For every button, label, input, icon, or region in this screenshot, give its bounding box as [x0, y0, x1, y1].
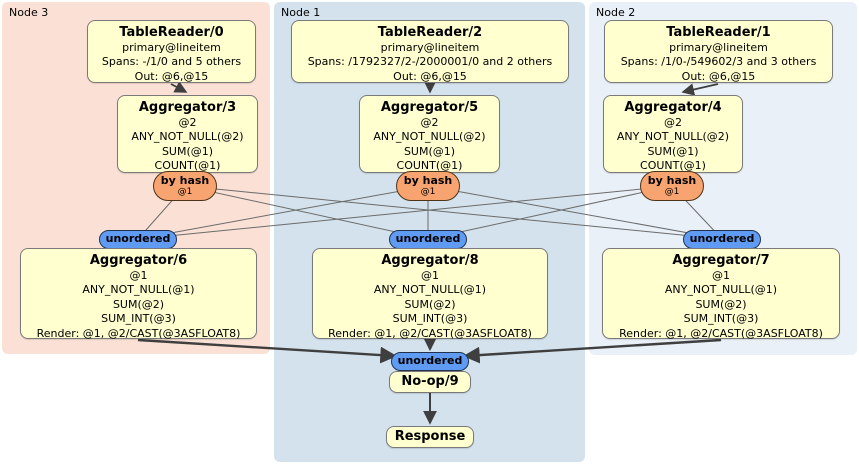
response-box: Response [386, 426, 474, 448]
aggregator-6-box: Aggregator/6 @1 ANY_NOT_NULL(@1) SUM(@2)… [20, 248, 257, 340]
aggregator-3-fn: ANY_NOT_NULL(@2) [131, 130, 244, 144]
unordered-label: unordered [395, 232, 461, 245]
aggregator-3-group: @2 [178, 116, 197, 129]
tablereader-1-out: Out: @6,@15 [681, 69, 756, 83]
aggregator-7-fn: SUM_INT(@3) [683, 312, 759, 326]
final-unordered-stream: unordered [391, 352, 469, 371]
aggregator-3-box: Aggregator/3 @2 ANY_NOT_NULL(@2) SUM(@1)… [117, 95, 258, 173]
aggregator-7-render: Render: @1, @2/CAST(@3ASFLOAT8) [619, 326, 823, 340]
aggregator-5-fn: SUM(@1) [403, 144, 456, 158]
by-hash-router-node3: by hash @1 [153, 171, 217, 201]
aggregator-4-group: @2 [664, 116, 682, 129]
by-hash-columns: @1 [664, 187, 680, 197]
aggregator-7-fn: SUM(@2) [695, 297, 747, 311]
tablereader-0-title: TableReader/0 [119, 25, 224, 40]
aggregator-8-title: Aggregator/8 [381, 253, 479, 268]
by-hash-router-node2: by hash @1 [640, 171, 704, 201]
aggregator-8-fn: SUM_INT(@3) [392, 312, 468, 326]
aggregator-3-fn: SUM(@1) [161, 144, 214, 158]
noop-box: No-op/9 [389, 371, 471, 393]
aggregator-5-fn: ANY_NOT_NULL(@2) [373, 130, 486, 144]
aggregator-6-title: Aggregator/6 [89, 253, 188, 268]
aggregator-6-fn: SUM_INT(@3) [101, 312, 176, 326]
aggregator-6-fn: ANY_NOT_NULL(@1) [82, 283, 195, 297]
aggregator-6-fn: SUM(@2) [112, 297, 165, 311]
aggregator-6-render: Render: @1, @2/CAST(@3ASFLOAT8) [36, 326, 241, 340]
aggregator-5-group: @2 [420, 116, 439, 129]
unordered-label: unordered [689, 232, 755, 245]
aggregator-7-group: @1 [712, 269, 730, 282]
tablereader-1-index: primary@lineitem [669, 41, 768, 54]
node-3-label: Node 3 [9, 6, 49, 19]
unordered-label: unordered [105, 232, 171, 245]
tablereader-0-box: TableReader/0 primary@lineitem Spans: -/… [87, 20, 256, 83]
aggregator-3-fn: COUNT(@1) [154, 159, 221, 173]
response-title: Response [394, 429, 466, 444]
aggregator-4-fn: ANY_NOT_NULL(@2) [616, 130, 730, 144]
unordered-stream-node3: unordered [99, 230, 177, 249]
tablereader-2-box: TableReader/2 primary@lineitem Spans: /1… [291, 20, 569, 83]
aggregator-4-fn: COUNT(@1) [640, 159, 706, 173]
aggregator-7-fn: ANY_NOT_NULL(@1) [664, 283, 778, 297]
aggregator-4-title: Aggregator/4 [624, 100, 722, 115]
node-2-label: Node 2 [596, 6, 636, 19]
aggregator-8-fn: ANY_NOT_NULL(@1) [373, 283, 487, 297]
unordered-stream-node2: unordered [683, 230, 761, 249]
tablereader-1-box: TableReader/1 primary@lineitem Spans: /1… [604, 20, 833, 83]
tablereader-1-spans: Spans: /1/0-/549602/3 and 3 others [620, 55, 817, 69]
aggregator-5-box: Aggregator/5 @2 ANY_NOT_NULL(@2) SUM(@1)… [359, 95, 500, 173]
aggregator-4-box: Aggregator/4 @2 ANY_NOT_NULL(@2) SUM(@1)… [603, 95, 743, 173]
tablereader-2-spans: Spans: /1792327/2-/2000001/0 and 2 other… [307, 55, 553, 69]
tablereader-2-index: primary@lineitem [380, 41, 480, 54]
by-hash-label: by hash [160, 174, 210, 187]
tablereader-1-title: TableReader/1 [666, 25, 771, 40]
tablereader-2-title: TableReader/2 [377, 25, 483, 40]
node-1-label: Node 1 [281, 6, 321, 19]
aggregator-5-fn: COUNT(@1) [396, 159, 463, 173]
by-hash-columns: @1 [177, 187, 193, 197]
tablereader-0-out: Out: @6,@15 [134, 69, 209, 83]
aggregator-3-title: Aggregator/3 [138, 100, 237, 115]
tablereader-2-out: Out: @6,@15 [393, 69, 467, 83]
aggregator-8-box: Aggregator/8 @1 ANY_NOT_NULL(@1) SUM(@2)… [312, 248, 548, 340]
aggregator-4-fn: SUM(@1) [647, 144, 699, 158]
aggregator-5-title: Aggregator/5 [380, 100, 479, 115]
tablereader-0-index: primary@lineitem [122, 41, 221, 54]
unordered-stream-node1: unordered [389, 230, 467, 249]
by-hash-label: by hash [403, 174, 453, 187]
by-hash-router-node1: by hash @1 [396, 171, 460, 201]
aggregator-8-group: @1 [421, 269, 439, 282]
by-hash-columns: @1 [420, 187, 436, 197]
aggregator-8-render: Render: @1, @2/CAST(@3ASFLOAT8) [328, 326, 532, 340]
aggregator-7-title: Aggregator/7 [672, 253, 770, 268]
unordered-label: unordered [397, 354, 463, 367]
aggregator-6-group: @1 [129, 269, 148, 282]
aggregator-8-fn: SUM(@2) [404, 297, 456, 311]
by-hash-label: by hash [647, 174, 697, 187]
tablereader-0-spans: Spans: -/1/0 and 5 others [101, 55, 242, 69]
noop-title: No-op/9 [401, 374, 459, 389]
aggregator-7-box: Aggregator/7 @1 ANY_NOT_NULL(@1) SUM(@2)… [602, 248, 840, 340]
